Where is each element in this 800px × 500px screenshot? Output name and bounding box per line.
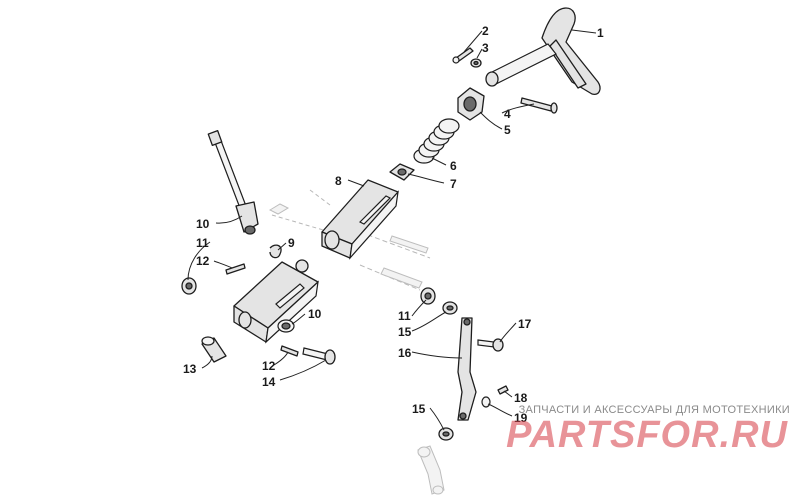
callout-12-upper: 12 bbox=[196, 254, 210, 268]
callout-9: 9 bbox=[288, 236, 295, 250]
callout-7: 7 bbox=[450, 177, 457, 191]
leader-lines bbox=[187, 29, 597, 431]
bolt-long bbox=[302, 347, 336, 365]
washer-lower bbox=[438, 427, 454, 441]
throttle-cable bbox=[207, 130, 259, 235]
callout-4: 4 bbox=[504, 107, 511, 121]
callout-6: 6 bbox=[450, 159, 457, 173]
watermark-logo: PARTSFOR.RU bbox=[506, 414, 788, 456]
callout-14: 14 bbox=[262, 375, 276, 389]
callout-10-upper: 10 bbox=[196, 217, 210, 231]
lower-linkage-ghost bbox=[417, 445, 445, 495]
coil-spring bbox=[413, 118, 460, 164]
washer-upper bbox=[442, 301, 458, 315]
linkage-arm bbox=[457, 317, 477, 421]
roll-pin-lower bbox=[280, 345, 299, 357]
lever-housing-cap bbox=[457, 87, 485, 121]
main-bracket bbox=[321, 179, 399, 260]
callout-11-left: 11 bbox=[196, 236, 209, 250]
roll-pin-upper bbox=[225, 263, 246, 275]
bushing-right bbox=[420, 287, 436, 305]
callout-15-upper: 15 bbox=[398, 325, 412, 339]
callout-16: 16 bbox=[398, 346, 412, 360]
callout-17: 17 bbox=[518, 317, 532, 331]
circlip bbox=[277, 319, 295, 333]
watermark-caption: ЗАПЧАСТИ И АКСЕССУАРЫ ДЛЯ МОТОТЕХНИКИ bbox=[518, 404, 790, 416]
spring-retainer bbox=[389, 163, 415, 181]
retaining-clip bbox=[481, 396, 491, 408]
small-screw bbox=[497, 385, 509, 395]
pivot-pin bbox=[520, 97, 558, 114]
callout-10-lower: 10 bbox=[308, 307, 322, 321]
callout-1: 1 bbox=[597, 26, 604, 40]
spring-clip bbox=[269, 244, 282, 259]
alignment-guides bbox=[268, 189, 431, 291]
callout-11-right: 11 bbox=[398, 309, 411, 323]
callout-18: 18 bbox=[514, 391, 528, 405]
callout-19: 19 bbox=[514, 411, 528, 425]
callout-8: 8 bbox=[335, 174, 342, 188]
bolt-short bbox=[477, 338, 504, 352]
sleeve bbox=[201, 336, 227, 363]
callout-2: 2 bbox=[482, 24, 489, 38]
cotter-pin bbox=[452, 47, 474, 64]
callout-13: 13 bbox=[183, 362, 197, 376]
callout-3: 3 bbox=[482, 41, 489, 55]
washer bbox=[470, 58, 482, 68]
brake-lever bbox=[485, 7, 601, 95]
callout-labels: 1 2 3 4 5 6 7 8 9 10 11 12 10 13 12 14 1… bbox=[183, 24, 604, 425]
lower-housing bbox=[233, 259, 319, 344]
callout-12-lower: 12 bbox=[262, 359, 276, 373]
callout-5: 5 bbox=[504, 123, 511, 137]
callout-15-lower: 15 bbox=[412, 402, 426, 416]
bushing-left bbox=[181, 277, 197, 295]
